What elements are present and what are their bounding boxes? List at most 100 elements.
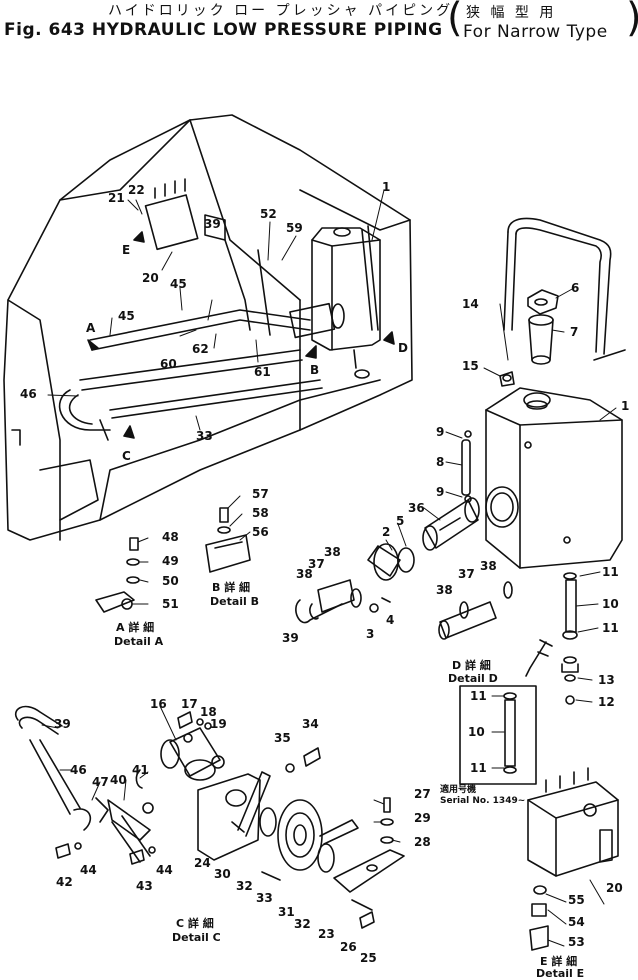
mount-plate — [334, 850, 404, 910]
detail-c-caption: Detail C — [172, 931, 221, 944]
bolts-lower — [56, 712, 393, 928]
callout-52: 52 — [260, 207, 277, 221]
callout-10: 10 — [602, 597, 619, 611]
callout-27: 27 — [414, 787, 431, 801]
machine-frame — [4, 115, 412, 540]
figure-title: Fig. 643 HYDRAULIC LOW PRESSURE PIPING — [4, 20, 443, 40]
callout-22: 22 — [128, 183, 145, 197]
callout-43: 43 — [136, 879, 153, 893]
suction-strainer — [368, 487, 518, 580]
detail-c-caption-jp: C 詳 細 — [176, 917, 214, 930]
drain-pipe — [526, 573, 578, 704]
detail-d-callout-10: 10 — [468, 725, 485, 739]
callout-39-upper: 39 — [204, 217, 221, 231]
detail-e-caption-jp: E 詳 細 — [540, 955, 578, 968]
japanese-variant: 狭 幅 型 用 — [466, 5, 557, 21]
detail-b-caption-jp: B 詳 細 — [212, 581, 251, 594]
hydraulic-pump — [161, 728, 224, 780]
callout-4: 4 — [386, 613, 395, 627]
callout-8: 8 — [436, 455, 445, 469]
view-letter-b: B — [310, 363, 320, 377]
callout-53: 53 — [568, 935, 585, 949]
detail-a-caption: Detail A — [114, 635, 164, 648]
callout-34: 34 — [302, 717, 319, 731]
callout-35: 35 — [274, 731, 291, 745]
callout-57: 57 — [252, 487, 269, 501]
callout-11-top: 11 — [602, 565, 619, 579]
leader-lines — [42, 190, 616, 946]
callout-31: 31 — [278, 905, 295, 919]
callout-33-upper: 33 — [196, 429, 213, 443]
pump-drive — [198, 772, 358, 880]
filter-upper — [290, 304, 344, 338]
callout-20-lower: 20 — [606, 881, 623, 895]
callout-13: 13 — [598, 673, 615, 687]
callout-1-tank-upper: 1 — [382, 180, 391, 194]
callout-54: 54 — [568, 915, 585, 929]
close-paren: ) — [626, 0, 638, 38]
callout-39-lower: 39 — [54, 717, 71, 731]
japanese-title: ハイドロリック ロー プレッシャ パイピング — [108, 3, 454, 19]
level-gauge — [462, 431, 471, 502]
callout-32-right: 32 — [294, 917, 311, 931]
callout-11-bottom: 11 — [602, 621, 619, 635]
pipes-middle — [296, 580, 512, 639]
callout-26: 26 — [340, 940, 357, 954]
callout-28: 28 — [414, 835, 431, 849]
callout-2: 2 — [382, 525, 391, 539]
detail-e-caption: Detail E — [536, 967, 585, 980]
callout-58: 58 — [252, 506, 269, 520]
detail-a-parts — [96, 538, 139, 612]
callout-30: 30 — [214, 867, 231, 881]
callout-38-b: 38 — [296, 567, 313, 581]
view-arrows-upper — [88, 232, 394, 438]
callout-5: 5 — [396, 514, 405, 528]
callout-42: 42 — [56, 875, 73, 889]
callout-37-right: 37 — [458, 567, 475, 581]
view-letter-d: D — [398, 341, 408, 355]
callout-3: 3 — [366, 627, 375, 641]
detail-b-parts — [206, 508, 250, 572]
serial-note: Serial No. 1349~ — [440, 796, 526, 806]
callout-21: 21 — [108, 191, 125, 205]
callout-7: 7 — [570, 325, 579, 339]
detail-d-frame — [460, 686, 536, 784]
callout-46-upper: 46 — [20, 387, 37, 401]
callout-14: 14 — [462, 297, 479, 311]
callout-41: 41 — [132, 763, 149, 777]
detail-b-caption: Detail B — [210, 595, 260, 608]
callout-25: 25 — [360, 951, 377, 965]
callout-61: 61 — [254, 365, 271, 379]
tank-upper — [312, 226, 380, 378]
callout-15: 15 — [462, 359, 479, 373]
callout-24: 24 — [194, 856, 211, 870]
callout-59: 59 — [286, 221, 303, 235]
callout-45-left: 45 — [118, 309, 135, 323]
detail-d-caption: Detail D — [448, 672, 498, 685]
view-letter-c: C — [122, 449, 131, 463]
callout-55: 55 — [568, 893, 585, 907]
detail-d-callout-11-bottom: 11 — [470, 761, 487, 775]
callout-36: 36 — [408, 501, 425, 515]
view-letter-e: E — [122, 243, 131, 257]
callout-38-d: 38 — [436, 583, 453, 597]
open-paren: ( — [447, 0, 463, 41]
callout-16: 16 — [150, 697, 167, 711]
callout-39-middle: 39 — [282, 631, 299, 645]
callout-23: 23 — [318, 927, 335, 941]
callout-20-upper: 20 — [142, 271, 159, 285]
callout-6: 6 — [571, 281, 580, 295]
callout-9-top: 9 — [436, 425, 445, 439]
callout-12: 12 — [598, 695, 615, 709]
callout-18: 18 — [200, 705, 217, 719]
callout-29: 29 — [414, 811, 431, 825]
callout-50: 50 — [162, 574, 179, 588]
callout-33-lower: 33 — [256, 891, 273, 905]
detail-d-callout-11-top: 11 — [470, 689, 487, 703]
callout-48: 48 — [162, 530, 179, 544]
pipes-lower-left — [16, 707, 153, 862]
filler-strainer — [500, 290, 558, 386]
callout-17: 17 — [181, 697, 198, 711]
detail-a-caption-jp: A 詳 細 — [116, 621, 155, 634]
